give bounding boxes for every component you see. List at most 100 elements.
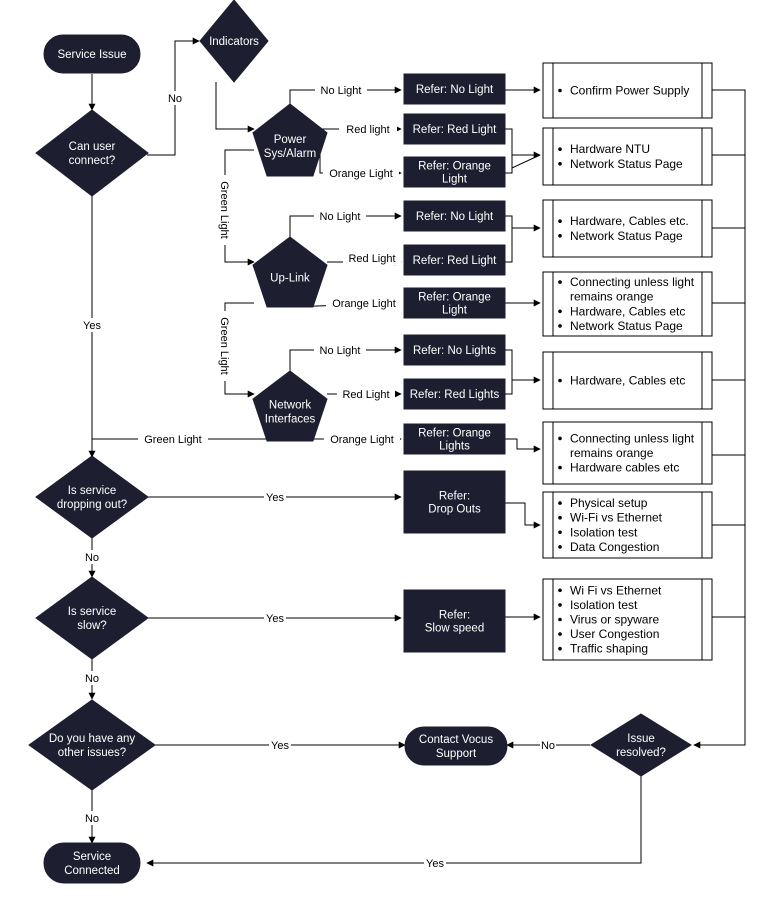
edge-ref-l5a — [505, 349, 541, 384]
list-slow-speed-item: Virus or spyware — [570, 613, 659, 627]
is-service-slow-shape — [35, 576, 149, 660]
label-u-red-light: Red Light — [348, 253, 395, 265]
edge-indicators-power — [215, 82, 255, 133]
label-drop-no: No — [85, 552, 99, 564]
list-network-no-red: Hardware, Cables etc — [542, 351, 713, 410]
label-p-red-light: Red light — [346, 124, 389, 136]
edge-collector — [693, 89, 746, 749]
bullet-icon — [558, 234, 562, 238]
list-uplink-no-red-item: Hardware, Cables etc. — [570, 214, 689, 228]
bullet-icon — [558, 632, 562, 636]
indicators-shape — [199, 0, 269, 83]
up-link-label: Up-Link — [270, 273, 310, 285]
label-slow-yes: Yes — [266, 613, 284, 625]
edge-ref-l6 — [505, 438, 541, 453]
bullet-icon — [558, 88, 562, 93]
list-network-orange-item: Connecting unless light — [570, 431, 695, 445]
label-drop-yes: Yes — [266, 492, 284, 504]
list-power-no-light-item: Confirm Power Supply — [570, 84, 689, 98]
bullet-icon — [558, 545, 562, 549]
list-drop-outs-item: Physical setup — [570, 496, 648, 510]
refer-n-red-label: Refer: Red Lights — [410, 389, 500, 401]
refer-slow-speed-label: Refer:Slow speed — [425, 610, 484, 635]
refer-n-no-shape — [403, 334, 506, 366]
list-slow-speed-item: User Congestion — [570, 627, 659, 641]
service-issue-shape — [43, 34, 141, 74]
edge-ref-l7 — [505, 502, 541, 529]
label-n-red-light: Red Light — [342, 389, 389, 401]
list-power-red-orange-item: Network Status Page — [570, 157, 683, 171]
list-drop-outs-item: Wi-Fi vs Ethernet — [570, 511, 663, 525]
refer-u-red-label: Refer: Red Light — [413, 255, 498, 267]
refer-u-no-shape — [403, 200, 506, 232]
label-p-orange-light: Orange Light — [329, 168, 393, 180]
is-service-dropping-shape — [35, 455, 149, 539]
bullet-icon — [558, 378, 562, 383]
label-n-no-light: No Light — [320, 345, 361, 357]
label-other-yes: Yes — [271, 740, 289, 752]
bullet-icon — [558, 280, 562, 284]
refer-n-orange-shape — [403, 423, 506, 455]
label-resolved-no: No — [541, 740, 555, 752]
label-p-green-light: Green Light — [218, 181, 230, 238]
service-issue-label: Service Issue — [57, 49, 126, 61]
list-uplink-no-red: Hardware, Cables etc.Network Status Page — [542, 199, 713, 258]
list-uplink-no-red-item: Network Status Page — [570, 229, 683, 243]
bullet-icon — [558, 162, 562, 166]
network-interfaces-shape — [252, 370, 328, 442]
edge-resolved-yes — [146, 776, 642, 867]
list-uplink-orange-item: Connecting unless light — [570, 275, 695, 289]
label-other-no: No — [85, 813, 99, 825]
bullet-icon — [558, 324, 562, 328]
refer-drop-outs-shape — [403, 470, 506, 534]
label-resolved-yes: Yes — [426, 858, 444, 870]
power-sys-alarm-shape — [252, 103, 328, 177]
list-network-no-red-item: Hardware, Cables etc — [570, 374, 685, 388]
label-u-no-light: No Light — [320, 211, 361, 223]
list-drop-outs-item: Isolation test — [570, 525, 638, 539]
refer-u-orange-shape — [403, 287, 506, 319]
bullet-icon — [558, 436, 562, 441]
refer-p-no-shape — [403, 73, 506, 105]
refer-n-no-label: Refer: No Lights — [413, 345, 496, 357]
up-link-shape — [252, 236, 328, 308]
refer-u-no-label: Refer: No Light — [416, 211, 494, 223]
label-connect-yes: Yes — [83, 320, 101, 332]
bullet-icon — [558, 309, 562, 314]
refer-p-orange-shape — [403, 156, 506, 188]
label-slow-no: No — [85, 673, 99, 685]
can-user-connect-shape — [35, 109, 149, 197]
edge-ref-l3b — [505, 228, 513, 263]
label-n-green-light: Green Light — [144, 434, 201, 446]
refer-p-no-label: Refer: No Light — [416, 84, 494, 96]
refer-drop-outs-label: Refer:Drop Outs — [428, 491, 481, 516]
edge-ref-l2a — [505, 128, 541, 169]
bullet-icon — [558, 147, 562, 151]
list-uplink-orange-item: Hardware, Cables etc — [570, 304, 685, 318]
list-power-no-light: Confirm Power Supply — [542, 62, 713, 119]
refer-p-red-label: Refer: Red Light — [413, 124, 498, 136]
bullet-icon — [558, 588, 562, 593]
bullet-icon — [558, 603, 562, 607]
list-uplink-orange-item: remains orange — [570, 290, 654, 304]
label-p-no-light: No Light — [321, 85, 362, 97]
refer-n-red-shape — [403, 378, 506, 410]
list-slow-speed-item: Wi Fi vs Ethernet — [570, 583, 662, 597]
edge-ref-l2 — [505, 151, 541, 174]
edge-ref-l5b — [505, 380, 513, 395]
bullet-icon — [558, 530, 562, 535]
label-u-orange-light: Orange Light — [332, 298, 396, 310]
